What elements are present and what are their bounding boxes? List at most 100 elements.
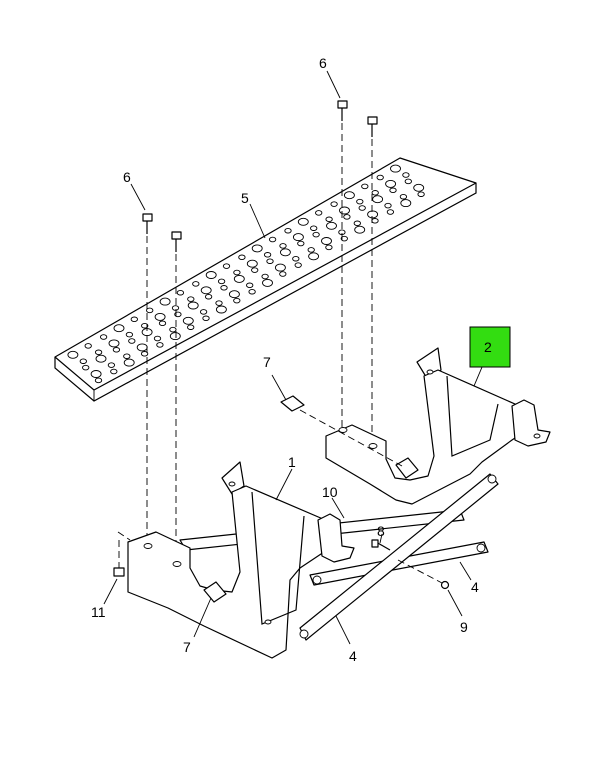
tread-hole <box>187 324 195 330</box>
tread-hole <box>125 331 134 338</box>
tread-hole <box>141 322 149 329</box>
tread-hole <box>358 205 366 211</box>
tread-hole <box>159 297 171 306</box>
callout-9: 9 <box>460 619 468 635</box>
tread-hole <box>84 343 92 349</box>
tread-hole <box>156 342 164 348</box>
tread-hole <box>153 335 162 342</box>
tread-hole <box>353 220 361 227</box>
clip-nut-7-upper <box>280 395 403 467</box>
front-bracket <box>127 461 355 659</box>
tread-hole <box>205 271 217 279</box>
tread-hole <box>79 358 87 364</box>
tread-hole <box>176 289 185 296</box>
tread-hole <box>292 233 304 242</box>
nut-11 <box>113 567 125 577</box>
tread-hole <box>200 286 212 295</box>
tread-hole <box>402 172 410 178</box>
bolt-front-left <box>142 213 153 234</box>
tread-hole <box>294 262 302 268</box>
tread-hole <box>233 297 241 304</box>
tread-hole <box>136 343 148 352</box>
tread-hole <box>246 282 254 289</box>
tread-hole <box>385 179 397 188</box>
callout-7-upper: 7 <box>263 354 271 370</box>
tread-hole <box>310 225 318 231</box>
tread-hole <box>107 362 116 368</box>
tread-hole <box>233 269 241 276</box>
tread-hole <box>202 315 210 322</box>
bolt-rear-left <box>337 100 348 121</box>
callout-10: 10 <box>322 484 338 500</box>
tread-hole <box>330 201 338 207</box>
tread-hole <box>268 236 277 243</box>
leader-lines <box>103 70 489 645</box>
tread-hole <box>399 193 408 200</box>
tread-hole <box>82 364 90 371</box>
tread-hole <box>251 244 263 253</box>
tread-hole <box>340 235 348 242</box>
tread-hole <box>169 332 181 341</box>
bolt-front-right <box>171 231 182 252</box>
callout-2: 2 <box>484 339 492 355</box>
tread-hole <box>128 338 136 344</box>
tread-hole <box>123 358 135 367</box>
tread-hole <box>343 191 355 200</box>
tread-hole <box>274 263 286 272</box>
brace-4-lower <box>299 473 499 641</box>
rear-bracket <box>325 347 551 505</box>
tread-hole <box>404 178 412 185</box>
tread-hole <box>233 274 245 283</box>
callout-4-upper: 4 <box>471 579 479 595</box>
tread-hole <box>354 225 366 234</box>
tread-hole <box>215 300 223 306</box>
tread-hole <box>199 309 208 315</box>
callout-5: 5 <box>241 190 249 206</box>
tread-hole <box>367 210 379 219</box>
tread-hole <box>390 164 401 173</box>
tread-hole <box>228 290 240 299</box>
callout-2-highlight <box>469 326 511 368</box>
tread-hole <box>158 320 167 327</box>
bolt-rear-right <box>367 116 378 137</box>
callout-4-lower: 4 <box>349 648 357 664</box>
tread-hole <box>217 278 226 285</box>
tread-hole <box>262 278 273 287</box>
tread-hole <box>192 281 200 287</box>
tread-hole <box>130 316 138 323</box>
tread-hole <box>386 209 395 215</box>
nut-9 <box>440 580 450 590</box>
callout-7-lower: 7 <box>183 639 191 655</box>
tread-hole <box>315 210 323 216</box>
tread-hole <box>263 252 272 258</box>
tread-hole <box>204 293 213 300</box>
tread-hole <box>372 195 384 204</box>
tread-hole <box>251 267 259 273</box>
tread-hole <box>279 243 287 249</box>
tread-hole <box>297 240 305 247</box>
tread-hole <box>326 221 337 230</box>
tread-hole <box>307 247 315 253</box>
tread-hole <box>284 227 292 234</box>
tread-hole <box>169 326 177 333</box>
tread-hole <box>248 288 256 295</box>
callout-8: 8 <box>377 523 385 539</box>
tread-hole <box>376 174 384 181</box>
tread-hole <box>339 206 350 215</box>
tread-hole <box>261 273 269 280</box>
tread-hole <box>266 258 274 264</box>
tread-hole <box>99 334 108 340</box>
tread-hole <box>413 183 425 192</box>
tread-hole <box>108 339 120 348</box>
tread-hole <box>187 296 195 302</box>
tread-hole <box>321 237 332 245</box>
callout-6-left: 6 <box>123 169 131 185</box>
tread-hole <box>112 347 121 353</box>
callout-6-right: 6 <box>319 55 327 71</box>
tread-hole <box>140 351 149 357</box>
tread-hole <box>308 252 320 261</box>
tread-hole <box>384 202 392 209</box>
tread-hole <box>171 305 180 311</box>
tread-hole <box>371 190 379 196</box>
